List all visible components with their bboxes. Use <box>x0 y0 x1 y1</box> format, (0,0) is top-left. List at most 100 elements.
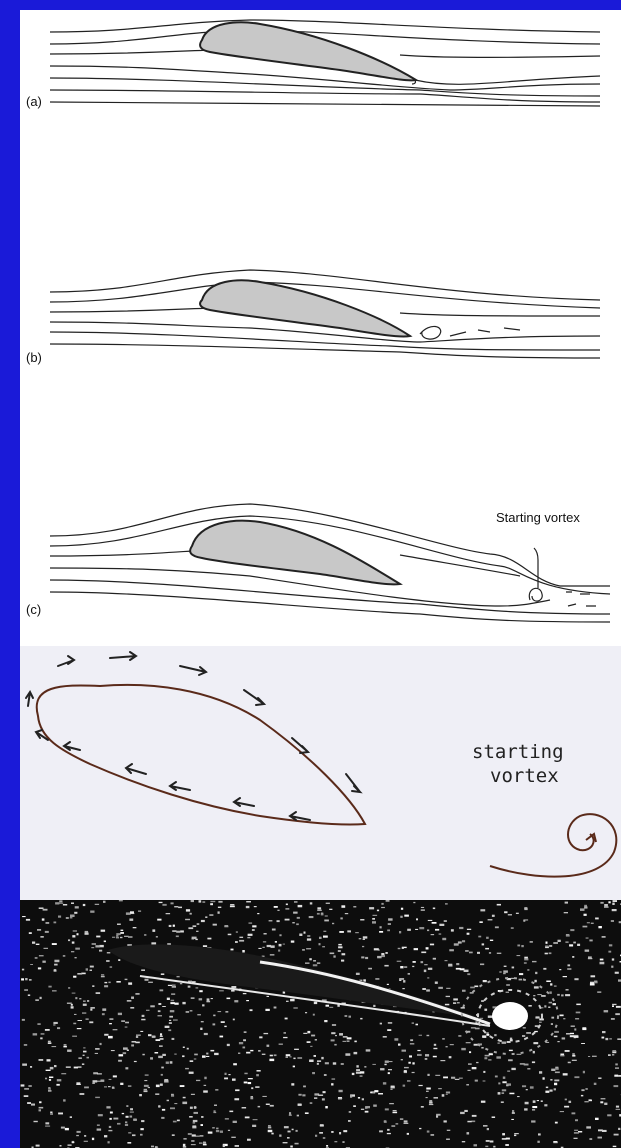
speckle <box>519 973 523 975</box>
speckle <box>609 944 612 946</box>
speckle <box>387 1129 390 1131</box>
speckle <box>440 1060 445 1061</box>
speckle <box>559 969 561 970</box>
speckle <box>244 1073 247 1075</box>
speckle <box>508 914 512 915</box>
speckle <box>183 1047 185 1048</box>
speckle <box>331 1083 333 1085</box>
speckle <box>104 1086 107 1087</box>
speckle <box>560 1015 564 1017</box>
speckle <box>258 1106 261 1108</box>
speckle <box>248 1078 253 1079</box>
speckle <box>338 950 341 951</box>
speckle <box>604 1103 607 1105</box>
speckle <box>190 1060 194 1062</box>
speckle <box>203 1141 206 1142</box>
speckle <box>233 1019 235 1021</box>
speckle <box>297 917 300 919</box>
speckle <box>427 977 429 978</box>
speckle <box>442 938 446 940</box>
speckle <box>339 931 344 933</box>
speckle <box>426 1097 428 1098</box>
speckle <box>235 941 238 943</box>
speckle <box>339 1033 343 1036</box>
speckle <box>388 1072 390 1074</box>
speckle <box>476 1062 478 1063</box>
speckle <box>574 1076 579 1078</box>
speckle <box>196 931 198 932</box>
speckle <box>243 1039 246 1041</box>
speckle <box>566 989 569 990</box>
speckle <box>509 1050 513 1051</box>
speckle <box>257 913 259 914</box>
speckle <box>134 1061 137 1062</box>
speckle <box>464 1110 468 1112</box>
speckle <box>546 942 548 944</box>
speckle <box>289 1112 291 1114</box>
speckle <box>612 1050 616 1052</box>
speckle <box>588 1056 590 1057</box>
speckle <box>283 944 285 945</box>
speckle <box>324 1020 327 1022</box>
speckle <box>294 901 298 903</box>
speckle <box>54 970 57 972</box>
speckle <box>347 1041 350 1042</box>
speckle <box>205 916 207 918</box>
speckle <box>73 930 77 931</box>
speckle <box>419 1128 421 1129</box>
speckle <box>321 913 324 915</box>
speckle <box>323 1091 326 1093</box>
speckle <box>315 1039 317 1040</box>
speckle <box>239 937 243 938</box>
speckle <box>439 933 442 934</box>
speckle <box>461 1048 466 1050</box>
speckle <box>32 942 35 944</box>
speckle <box>495 1076 498 1078</box>
speckle <box>246 1052 250 1054</box>
speckle <box>480 1018 484 1019</box>
speckle <box>558 940 561 942</box>
speckle <box>325 916 328 917</box>
speckle <box>194 1058 197 1059</box>
speckle <box>359 938 362 939</box>
speckle <box>194 1054 198 1056</box>
speckle <box>572 1060 577 1061</box>
speckle <box>313 964 318 966</box>
speckle <box>314 1002 317 1004</box>
speckle <box>159 1045 163 1047</box>
speckle <box>488 919 493 921</box>
speckle <box>291 941 295 943</box>
speckle <box>145 979 149 981</box>
speckle <box>612 909 617 911</box>
speckle <box>233 1121 237 1123</box>
speckle <box>192 1126 196 1128</box>
speckle <box>331 1032 335 1034</box>
speckle <box>258 1050 261 1052</box>
speckle <box>407 929 411 931</box>
speckle <box>206 1053 208 1055</box>
speckle <box>325 1062 329 1064</box>
speckle <box>72 1142 75 1143</box>
speckle <box>290 1056 292 1057</box>
speckle <box>549 945 552 947</box>
speckle <box>389 1061 393 1062</box>
speckle <box>402 1050 407 1052</box>
speckle <box>158 1003 161 1005</box>
speckle <box>95 1048 100 1050</box>
speckle <box>292 922 295 923</box>
speckle <box>294 1049 299 1050</box>
speckle <box>362 1098 364 1100</box>
speckle <box>335 1035 337 1036</box>
speckle <box>262 1096 266 1097</box>
speckle <box>554 1083 557 1086</box>
speckle <box>404 1070 407 1072</box>
speckle <box>185 919 190 920</box>
speckle <box>218 911 220 913</box>
speckle <box>203 945 207 947</box>
speckle <box>348 1120 351 1122</box>
speckle <box>557 1041 559 1042</box>
speckle <box>421 907 424 908</box>
speckle <box>274 906 278 908</box>
speckle <box>192 1134 196 1136</box>
speckle <box>412 966 414 967</box>
